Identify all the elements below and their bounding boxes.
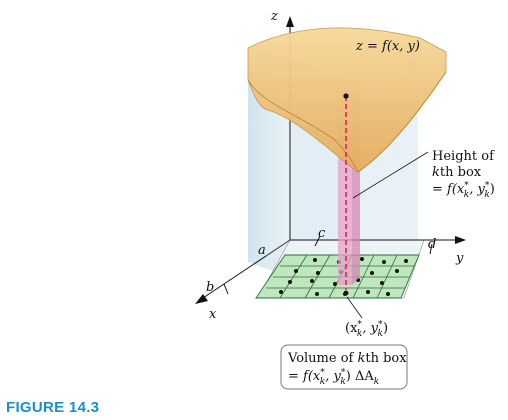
x-axis-label: x: [209, 307, 217, 322]
svg-text:Height of: Height of: [432, 149, 495, 164]
surface-equation: z = f(x, y): [355, 39, 420, 54]
sample-point-label: (x*k, y*k): [345, 320, 388, 339]
surface-point: [343, 93, 349, 99]
b-tick: [223, 283, 229, 295]
base-point: [343, 290, 349, 296]
surface-front-edge: [247, 71, 447, 173]
volume-line-1: Volume of kth box: [287, 351, 407, 366]
d-label: d: [428, 237, 436, 252]
svg-text:= f(x*k, y*k): = f(x*k, y*k): [432, 181, 495, 200]
a-label: a: [258, 243, 266, 258]
height-leader-line: [352, 151, 429, 199]
z-arrow-icon: [286, 16, 294, 27]
c-tick: [314, 235, 321, 247]
a-tick-line: [265, 239, 291, 257]
c-label: c: [318, 226, 326, 241]
y-arrow-icon: [455, 236, 466, 244]
b-label: b: [206, 280, 214, 295]
d-tick: [429, 243, 433, 255]
height-annotation: Height of kth box = f(x*k, y*k): [432, 149, 495, 200]
point-leader-line: [346, 296, 363, 319]
y-axis-label: y: [455, 251, 464, 266]
z-axis-label: z: [270, 9, 278, 24]
x-arrow-icon: [195, 294, 208, 304]
volume-line-2: = f(x*k, y*k) ΔAk: [288, 368, 379, 387]
volume-box: [280, 344, 408, 390]
svg-text:kth box: kth box: [432, 165, 482, 180]
figure-caption: FIGURE 14.3: [6, 399, 100, 416]
